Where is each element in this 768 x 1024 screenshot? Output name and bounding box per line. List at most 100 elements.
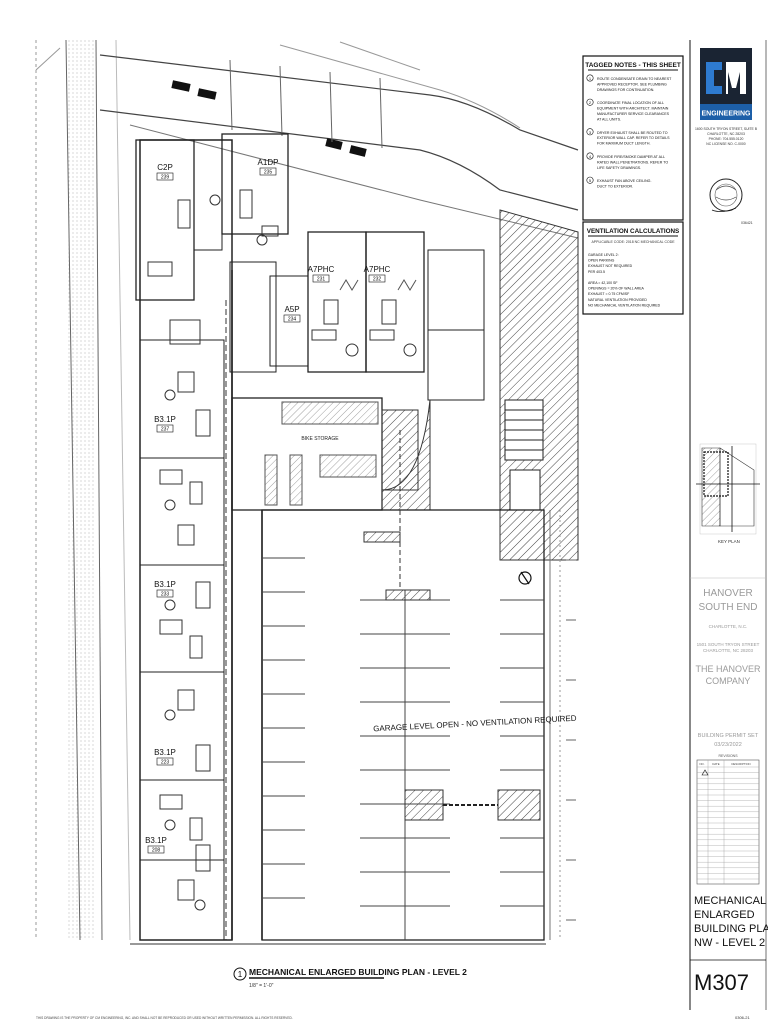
seal-id: 036421 bbox=[741, 221, 753, 225]
unit-tag-name: A5P bbox=[284, 305, 299, 314]
plan-title: MECHANICAL ENLARGED BUILDING PLAN - LEVE… bbox=[249, 967, 467, 977]
street-edge-line bbox=[95, 39, 103, 941]
street-edge-line bbox=[65, 39, 81, 941]
unit-tag-number: 233 bbox=[161, 592, 170, 598]
project-name-line: SOUTH END bbox=[699, 602, 758, 613]
unit-tag-name: B3.1P bbox=[145, 836, 167, 845]
core-room bbox=[427, 329, 485, 401]
ventilation-line: EXHAUST NOT REQUIRED bbox=[588, 264, 633, 268]
curb-line bbox=[115, 39, 131, 941]
core-room bbox=[427, 249, 485, 331]
top-fixtures bbox=[147, 189, 417, 357]
rev-col-date: DATE bbox=[712, 762, 719, 766]
road-edge bbox=[99, 109, 579, 211]
unit-misc bbox=[193, 139, 223, 251]
ventilation-line: OPEN PARKING bbox=[588, 259, 615, 263]
tagged-note-line: EXHAUST FAN ABOVE CEILING. bbox=[597, 179, 651, 183]
tagged-note-line: MANUFACTURER SERVICE CLEARANCES bbox=[597, 112, 670, 116]
bollards bbox=[229, 59, 383, 149]
tagged-note-line: EXTERIOR WALL CAP. REFER TO DETAILS bbox=[597, 136, 670, 140]
unit-tag: A1DP 235 bbox=[258, 158, 279, 176]
unit-tag-name: A7PHC bbox=[308, 265, 335, 274]
grid-ticks bbox=[566, 559, 576, 921]
plan-title-block: 1 MECHANICAL ENLARGED BUILDING PLAN - LE… bbox=[233, 967, 467, 989]
mech-room bbox=[229, 261, 277, 373]
unit-tag-name: A7PHC bbox=[364, 265, 391, 274]
tagged-note-line: EQUIPMENT WITH ARCHITECT. MAINTAIN bbox=[597, 107, 669, 111]
storage-label: BIKE STORAGE bbox=[301, 436, 339, 442]
tagged-note-line: DUCT TO EXTERIOR. bbox=[597, 185, 633, 189]
top-zigzag-walls bbox=[339, 279, 417, 291]
tagged-note-number: 3 bbox=[589, 130, 592, 135]
unit-demising-walls bbox=[140, 457, 224, 861]
firm-address-line: NC LICENSE NO. C-0000 bbox=[706, 142, 745, 146]
road-edge bbox=[99, 54, 579, 151]
stair-treads bbox=[505, 409, 543, 451]
firm-address: 1600 SOUTH TRYON STREET, SUITE BCHARLOTT… bbox=[695, 127, 758, 146]
tagged-note-line: COORDINATE FINAL LOCATION OF ALL bbox=[597, 101, 664, 105]
plan-scale: 1/8" = 1'-0" bbox=[249, 983, 274, 989]
rev-col-no: NO. bbox=[700, 762, 705, 766]
shaft bbox=[509, 469, 541, 511]
plan-number-bubble bbox=[233, 967, 247, 981]
unit-tag-name: A1DP bbox=[258, 158, 279, 167]
tagged-note-line: RATED WALL PENETRATIONS. REFER TO bbox=[597, 160, 668, 164]
project-name-line: HANOVER bbox=[703, 588, 752, 599]
revision-delta bbox=[701, 769, 709, 776]
tagged-note-line: DRYER EXHAUST SHALL BE ROUTED TO bbox=[597, 131, 668, 135]
firm-logo: ENGINEERING bbox=[700, 48, 752, 120]
sheet-title-line: NW - LEVEL 2 bbox=[694, 937, 765, 949]
footer-id: 0306-21 bbox=[735, 1015, 750, 1020]
revisions-heading: REVISIONS bbox=[718, 754, 738, 758]
column bbox=[363, 531, 401, 543]
tagged-note-line: DRAWINGS FOR CONTINUATION. bbox=[597, 88, 654, 92]
floor-plan bbox=[35, 39, 579, 945]
tagged-note-line: PROVIDE FIRE/SMOKE DAMPER AT ALL bbox=[597, 155, 665, 159]
unit-tag-number: 231 bbox=[317, 277, 326, 283]
unit-tag-name: C2P bbox=[157, 163, 173, 172]
project-address-line: 1501 SOUTH TRYON STREET bbox=[697, 642, 760, 647]
revisions-table: BUILDING PERMIT SET 03/23/2022 REVISIONS… bbox=[696, 733, 760, 885]
issue-name: BUILDING PERMIT SET bbox=[698, 733, 759, 739]
unit-a7phc-232 bbox=[365, 231, 425, 373]
ventilation-panel: VENTILATION CALCULATIONS APPLICABLE CODE… bbox=[582, 221, 684, 315]
rev-col-desc: DESCRIPTION bbox=[731, 762, 750, 766]
key-plan-label: KEY PLAN bbox=[718, 539, 740, 544]
unit-a5p bbox=[269, 275, 309, 367]
unit-tag-name: B3.1P bbox=[154, 748, 176, 757]
project-city: CHARLOTTE, N.C. bbox=[709, 624, 748, 629]
column bbox=[385, 589, 431, 601]
unit-tag-number: 208 bbox=[152, 848, 161, 854]
unit-tag-name: B3.1P bbox=[154, 415, 176, 424]
owner-name-line: THE HANOVER bbox=[695, 664, 761, 674]
parking-markers bbox=[171, 80, 367, 157]
unit-a7phc-231 bbox=[307, 231, 367, 373]
ventilation-line: AREA = 42,100 SF bbox=[588, 281, 617, 285]
plan-number: 1 bbox=[238, 970, 243, 979]
ventilation-line: NATURAL VENTILATION PROVIDED bbox=[588, 298, 647, 302]
tagged-note-line: FOR MAXIMUM DUCT LENGTH. bbox=[597, 142, 650, 146]
street-edge-hatch bbox=[66, 40, 96, 940]
garage-note: GARAGE LEVEL OPEN - NO VENTILATION REQUI… bbox=[373, 714, 577, 734]
unit-tag: A7PHC 231 bbox=[308, 265, 335, 283]
project-address-line: CHARLOTTE, NC 28203 bbox=[703, 648, 754, 653]
tagged-note: 3 DRYER EXHAUST SHALL BE ROUTED TOEXTERIO… bbox=[586, 128, 670, 146]
road-edge bbox=[279, 44, 521, 129]
project-info: HANOVER SOUTH END CHARLOTTE, N.C. 1501 SOUT… bbox=[695, 588, 761, 686]
tagged-note-line: APPROVED RECEPTOR. SEE PLUMBING bbox=[597, 82, 667, 86]
unit-tag-number: 235 bbox=[264, 170, 273, 176]
tagged-note-line: LIFE SAFETY DRAWINGS. bbox=[597, 166, 641, 170]
title-block: ENGINEERING 1600 SOUTH TRYON STREET, SUI… bbox=[689, 40, 768, 1020]
ventilation-heading: VENTILATION CALCULATIONS bbox=[587, 228, 679, 235]
unit-fixtures bbox=[159, 371, 211, 911]
